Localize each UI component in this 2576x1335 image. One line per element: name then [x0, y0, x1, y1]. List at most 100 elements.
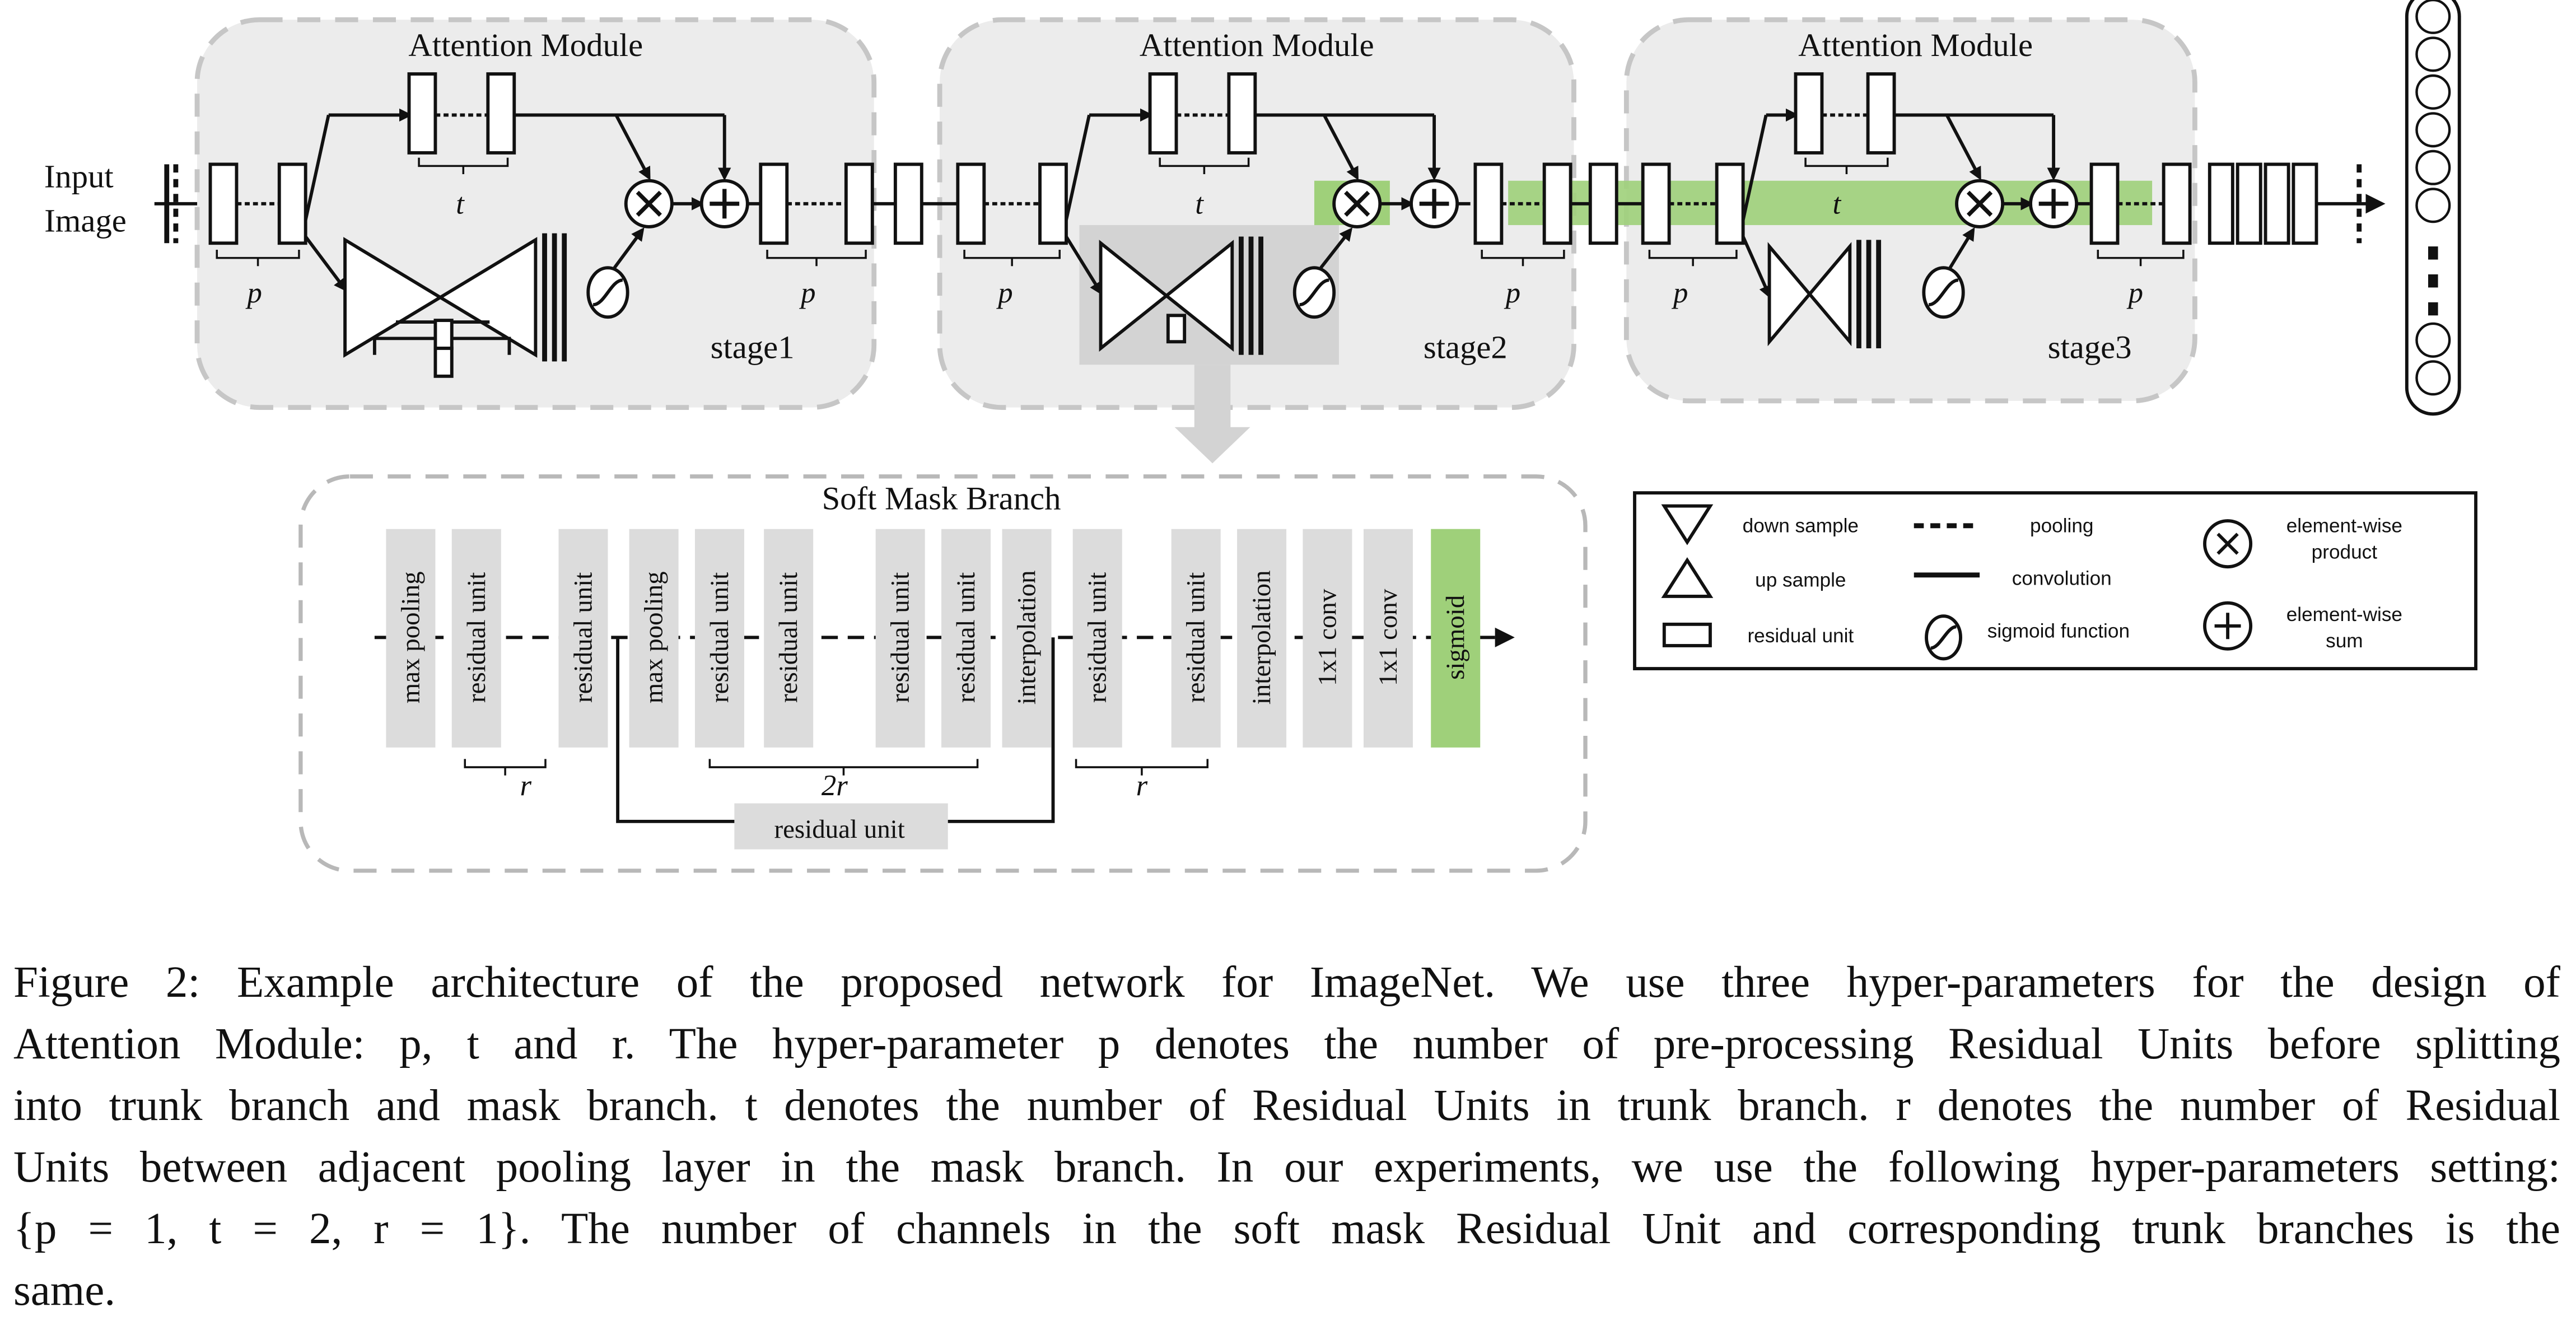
neuron-icon: [2415, 322, 2451, 358]
figure-caption: Figure 2: Example architecture of the pr…: [13, 952, 2560, 1322]
expand-arrow: [1174, 365, 1250, 464]
residual-unit: [956, 162, 986, 245]
product-icon-stroke: [636, 190, 662, 217]
mask-layer-block: [451, 529, 501, 748]
conv-bar: [1876, 240, 1882, 348]
mask-layer-label: residual unit: [951, 572, 981, 703]
mask-skip-connection: [616, 637, 1055, 823]
residual-unit: [759, 162, 789, 245]
legend-up-sample: up sample: [1755, 569, 1846, 591]
brace: [418, 157, 509, 175]
conv-bar: [552, 233, 557, 362]
mask-layer-label: residual unit: [462, 572, 491, 703]
p-label-3: p: [996, 277, 1012, 309]
t-label-3: t: [1833, 188, 1842, 220]
neuron-icon: [2415, 360, 2451, 396]
mask-layer-block: [694, 529, 744, 748]
caption-line: into trunk branch and mask branch. t den…: [13, 1081, 2560, 1130]
r-label-1: r: [520, 769, 532, 802]
mask-layer-block: [1363, 529, 1413, 748]
brace: [216, 249, 300, 267]
mask-layer-label: max pooling: [396, 571, 425, 703]
mask-layer-block: [1072, 529, 1122, 748]
mask-layer-label: 1x1 conv: [1313, 589, 1342, 686]
mask-layer-label: interpolation: [1247, 570, 1276, 704]
brace: [1648, 249, 1738, 267]
connector-line: [1741, 114, 1768, 221]
mask-layer-label: max pooling: [640, 571, 669, 703]
hourglass-down-up-sample: [1767, 242, 1852, 347]
residual-unit: [1038, 162, 1068, 245]
residual-unit: [2089, 162, 2120, 245]
mask-layer-block: [629, 529, 679, 748]
residual-unit: [1227, 72, 1257, 155]
soft-mask-title: Soft Mask Branch: [822, 480, 1061, 516]
sigmoid-curve: [1299, 278, 1329, 307]
architecture-diagram: Attention Module Attention Module Attent…: [44, 0, 2477, 873]
connector-line: [1948, 227, 1975, 269]
residual-unit: [1542, 162, 1572, 245]
connector-line: [304, 235, 347, 292]
mask-layer-label: residual unit: [1083, 572, 1112, 703]
brace: [1481, 249, 1565, 267]
neuron-icon: [2415, 74, 2451, 110]
brace: [766, 249, 867, 267]
neuron-icon: [2415, 36, 2451, 72]
sigmoid-curve: [1930, 625, 1957, 650]
ellipsis-dot: [2428, 246, 2438, 260]
neuron-icon: [2415, 150, 2451, 185]
legend-product-line1: element-wise: [2286, 515, 2402, 537]
stage-3-label: stage3: [2048, 329, 2132, 366]
residual-unit: [1794, 72, 1824, 155]
brace: [1075, 759, 1209, 776]
residual-unit: [1641, 162, 1671, 245]
input-bar: [164, 164, 170, 244]
connector-line: [1065, 235, 1103, 296]
skip-residual-box: [734, 803, 948, 849]
product-icon-stroke: [1966, 190, 1993, 217]
mask-layer-block: [1303, 529, 1352, 748]
conv-bar: [1238, 236, 1244, 355]
residual-unit: [2292, 162, 2318, 245]
legend-sum-line2: sum: [2326, 630, 2363, 652]
input-label-line1: Input: [44, 158, 114, 194]
connector-line: [1065, 114, 1091, 221]
legend-down-sample: down sample: [1743, 515, 1859, 537]
mask-layer-block: [386, 529, 436, 748]
stage-1-label: stage1: [711, 329, 795, 366]
residual-unit: [2162, 162, 2192, 245]
mask-layer-label: sigmoid: [1441, 595, 1470, 680]
ellipsis-dot: [2428, 274, 2438, 288]
residual-unit: [208, 162, 239, 245]
caption-line: Figure 2: Example architecture of the pr…: [13, 958, 2560, 1007]
residual-unit-icon: [1662, 622, 1712, 647]
connector-line: [1741, 236, 1772, 299]
product-icon-stroke: [2216, 533, 2239, 555]
p-label-1: p: [245, 277, 262, 309]
mask-layer-label: residual unit: [705, 572, 734, 703]
brace: [1159, 157, 1250, 175]
residual-unit: [1588, 162, 1618, 245]
legend-pooling: pooling: [2030, 515, 2093, 537]
caption-line: Units between adjacent pooling layer in …: [13, 1143, 2560, 1192]
p-label-5: p: [1671, 277, 1688, 309]
residual-unit: [433, 347, 454, 378]
t-label-1: t: [456, 188, 465, 220]
residual-unit: [893, 162, 923, 245]
mask-layer-label: 1x1 conv: [1374, 589, 1403, 686]
up-sample-icon: [1661, 557, 1714, 598]
mask-layer-block: [1431, 529, 1481, 748]
p-label-4: p: [1504, 277, 1520, 309]
residual-unit: [486, 72, 516, 155]
mask-layer-block: [1171, 529, 1221, 748]
brace: [464, 759, 547, 776]
legend-sum-line1: element-wise: [2286, 604, 2402, 626]
mask-layer-label: residual unit: [568, 572, 598, 703]
residual-unit: [1148, 72, 1178, 155]
mask-layer-label: interpolation: [1012, 570, 1042, 704]
module-2-title: Attention Module: [1140, 27, 1374, 63]
neuron-icon: [2415, 188, 2451, 223]
module-3-title: Attention Module: [1798, 27, 2033, 63]
r-label-2: r: [1136, 769, 1148, 802]
module-1-title: Attention Module: [408, 27, 643, 63]
